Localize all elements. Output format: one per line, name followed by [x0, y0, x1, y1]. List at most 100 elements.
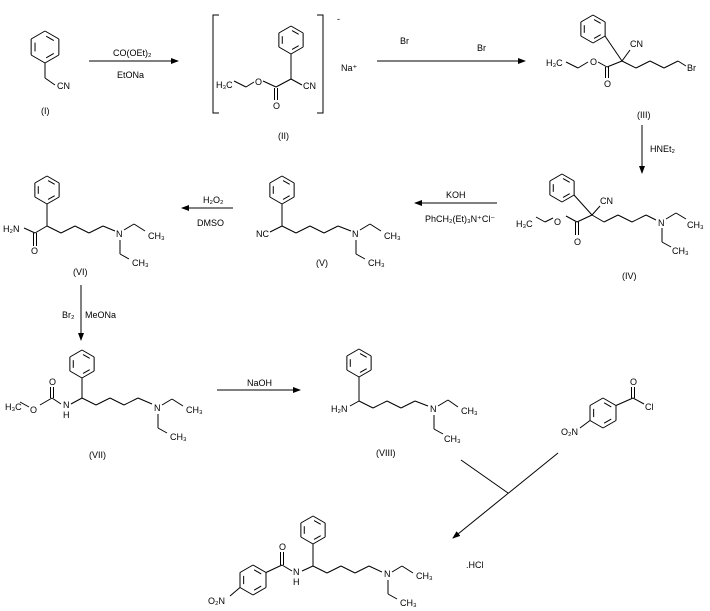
aromatic-inner-bond [603, 418, 612, 424]
compound-III: H₃C O O CN Br (III) [546, 39, 696, 120]
bond [649, 60, 665, 69]
arrow-step6: Br₂ MeONa [62, 285, 116, 341]
atom-label: CH₃ [132, 258, 149, 268]
bond [102, 225, 116, 232]
bond [81, 397, 97, 406]
bond [665, 212, 677, 220]
aromatic-inner-bond [313, 520, 321, 525]
bond [23, 227, 36, 234]
compound-product: O N H N CH₃ CH₃ O₂N .HCl [208, 542, 484, 608]
atom-label: N [63, 400, 70, 410]
benzene-ring-bond [81, 370, 95, 379]
bond [39, 397, 53, 406]
reagent: MeONa [85, 310, 116, 320]
atom-label: CH₃ [672, 246, 689, 256]
benzene-ring-bond [589, 397, 604, 406]
compound-label: (VI) [73, 267, 88, 277]
benzene-ring-bond [561, 194, 575, 203]
atom-label: CH₃ [461, 406, 478, 416]
bond [44, 77, 56, 86]
atom-label: N [384, 569, 391, 579]
charge: - [337, 14, 340, 24]
bond [245, 81, 255, 88]
bond [386, 400, 402, 409]
atom-label: H [293, 577, 300, 587]
bond [290, 78, 303, 86]
compound-V: NC N CH₃ CH₃ (V) [256, 229, 401, 268]
benzene-ring-bond [34, 175, 48, 184]
aromatic-inner-bond [593, 19, 601, 24]
bond [368, 565, 383, 573]
bond [565, 215, 578, 223]
salt-label: .HCl [466, 560, 484, 570]
counterion: Na⁺ [341, 63, 358, 73]
bond [433, 428, 444, 435]
bond [359, 223, 371, 231]
bond [401, 565, 414, 574]
bond [675, 212, 687, 220]
benzene-ring-bond [269, 175, 283, 184]
bond [372, 400, 388, 409]
bond [663, 60, 679, 69]
aromatic-inner-bond [313, 535, 321, 540]
atom-label: O₂N [208, 596, 225, 606]
bond [34, 225, 48, 234]
bond [447, 399, 459, 408]
bond [95, 397, 111, 406]
atom-label: O [279, 542, 286, 552]
atom-label: N [430, 404, 437, 414]
benzene-ring-bond [30, 54, 46, 64]
atom-label: CH₃ [170, 432, 187, 442]
aromatic-inner-bond [603, 402, 612, 408]
bond [535, 216, 546, 223]
reagent: KOH [446, 190, 466, 200]
compound-label: (III) [637, 110, 651, 120]
bond [295, 225, 311, 234]
bond [133, 223, 146, 232]
bond [354, 565, 370, 574]
bond [577, 61, 589, 69]
bond [606, 60, 623, 68]
benzene-ring-bond [269, 196, 283, 205]
bond [281, 225, 297, 234]
benzene-ring-bond [46, 175, 60, 184]
atom-label: O [574, 237, 581, 247]
bond [349, 400, 360, 407]
arrow-step2: Br Br [377, 36, 526, 64]
aromatic-inner-bond [562, 178, 570, 183]
bond [635, 60, 651, 69]
atom-label: O [273, 101, 280, 111]
atom-label: CH₃ [186, 405, 203, 415]
benzene-ring-bond [592, 35, 606, 44]
benzene-ring-bond [346, 348, 360, 357]
benzene-ring-bond [30, 30, 46, 40]
aromatic-inner-bond [562, 193, 570, 198]
compound-label: (IV) [622, 271, 637, 281]
compound-II: H₃C O O CN - Na⁺ (II) [212, 14, 358, 141]
atom-label: Br [400, 36, 409, 46]
bond [661, 241, 672, 248]
compound-VIII: H₂N N CH₃ CH₃ (VIII) [331, 404, 478, 458]
aromatic-inner-bond [82, 369, 90, 374]
bond [400, 400, 416, 409]
bond [604, 35, 623, 62]
bond [617, 214, 633, 223]
bond [414, 400, 429, 407]
bond [591, 214, 605, 223]
benzene-ring-bond [561, 173, 575, 182]
bond [233, 80, 247, 88]
bond [265, 564, 283, 573]
arrow-convergent [452, 452, 559, 539]
compound-label: (I) [41, 106, 50, 116]
compound-VI: H₂N O N CH₃ CH₃ (VI) [3, 224, 165, 277]
benzene-ring-bond [300, 515, 314, 524]
bond [621, 49, 631, 62]
benzene-ring-bond [252, 564, 267, 573]
bond [326, 565, 342, 574]
aromatic-inner-bond [291, 45, 299, 50]
bond [355, 253, 366, 260]
bond [275, 78, 292, 88]
atom-label: N [352, 229, 359, 239]
reaction-arrow [452, 452, 559, 539]
arrow-step1: CO(OEt)₂ EtONa [89, 48, 179, 80]
